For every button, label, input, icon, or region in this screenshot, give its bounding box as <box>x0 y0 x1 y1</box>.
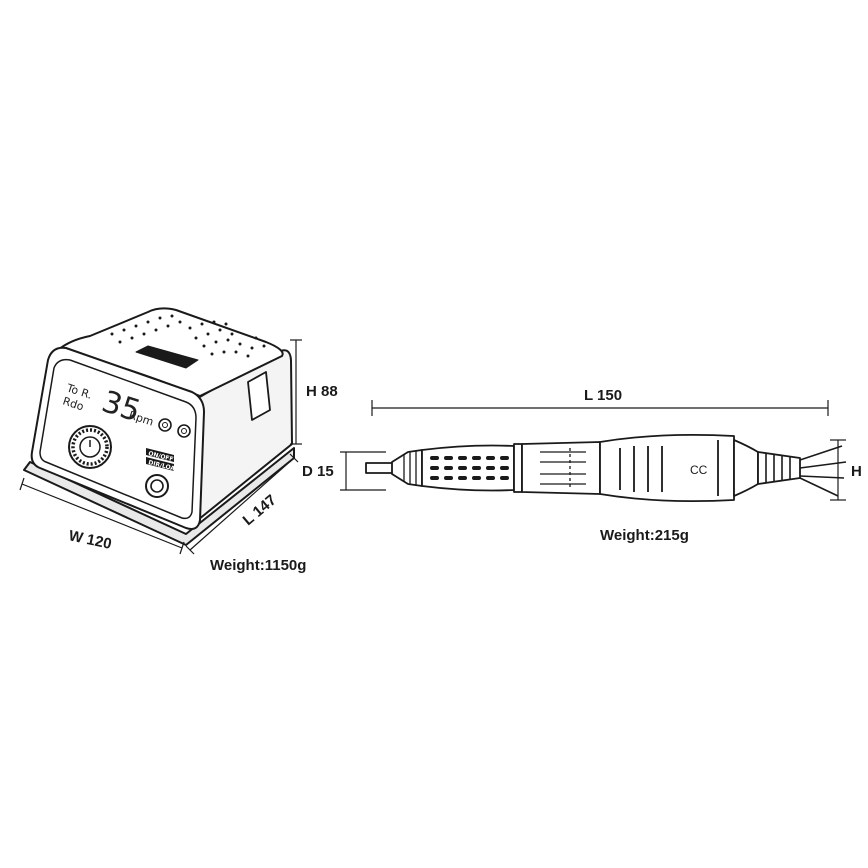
handpiece-height-label: H <box>851 463 862 480</box>
handpiece-diameter-label: D 15 <box>302 463 334 480</box>
console-dimension-lines <box>19 339 302 555</box>
handpiece-cable <box>799 445 847 497</box>
handpiece-mark: CC <box>690 463 708 477</box>
handpiece-socket[interactable] <box>145 474 169 498</box>
handpiece-dimension-lines <box>340 400 846 501</box>
handpiece <box>365 433 847 503</box>
console-side-handle <box>247 371 271 421</box>
speed-knob[interactable] <box>68 425 112 469</box>
handpiece-weight-label: Weight:215g <box>600 527 689 544</box>
handpiece-bur <box>365 462 395 474</box>
grip-slots <box>430 456 509 480</box>
console-base <box>23 447 295 546</box>
panel-line2-text: Rdo <box>61 394 86 413</box>
indicator-light-right <box>177 424 191 438</box>
handpiece-nose <box>391 449 423 487</box>
handpiece-length-label: L 150 <box>584 387 622 404</box>
indicator-light-left <box>158 418 172 432</box>
console-vent-holes <box>110 314 266 358</box>
handpiece-tail <box>733 439 759 497</box>
console-width-label: W 120 <box>67 527 113 553</box>
console-front-panel: To R. Rdo 35 Rpm ON/OFF DIR/LOAD <box>61 381 191 498</box>
console-logo-plate <box>135 345 199 369</box>
console-weight-label: Weight:1150g <box>210 557 306 574</box>
handpiece-ring <box>513 443 523 493</box>
handpiece-cable-relief <box>757 451 801 485</box>
console-height-label: H 88 <box>306 383 338 400</box>
handpiece-body <box>521 441 601 495</box>
